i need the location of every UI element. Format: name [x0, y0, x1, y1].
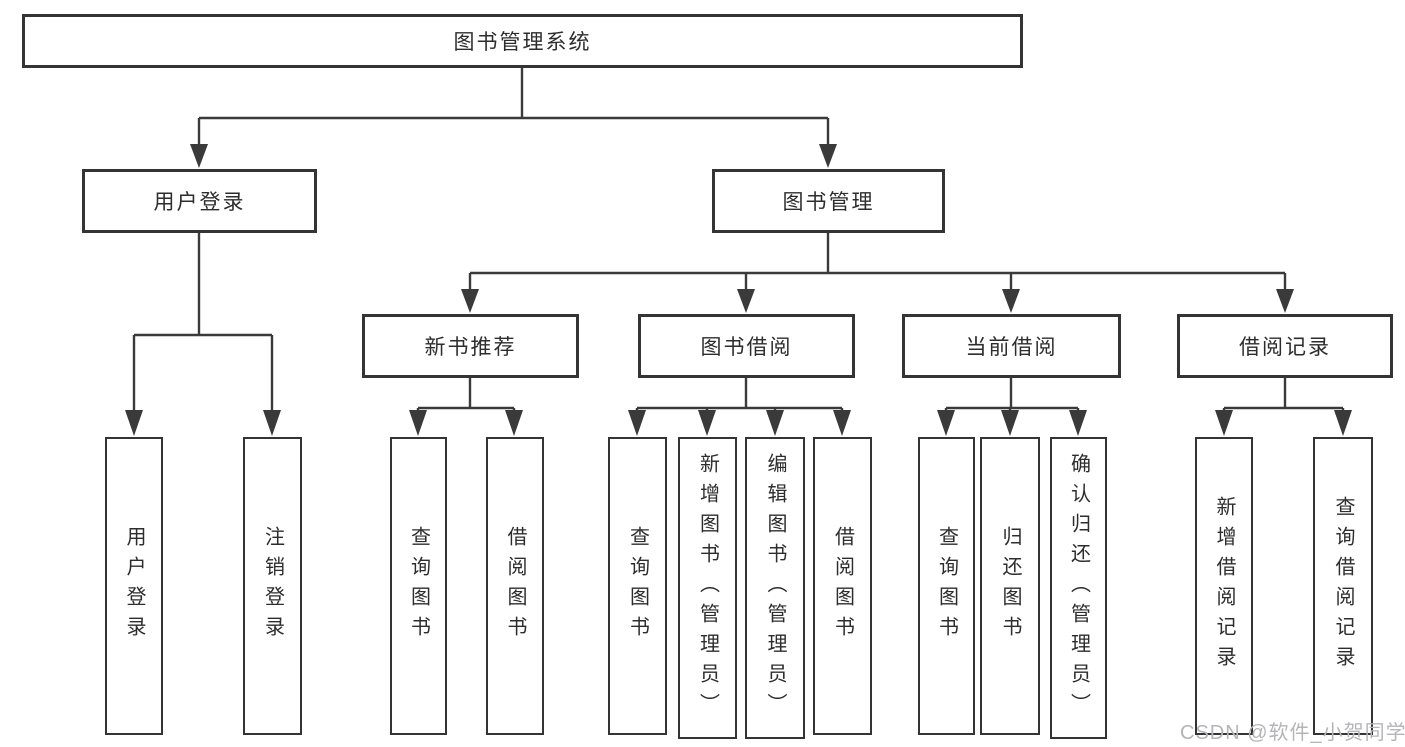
arrowhead-current-return [1001, 410, 1019, 436]
node-user-login: 用户登录 [82, 169, 317, 233]
node-current-borrowing: 当前借阅 [902, 314, 1121, 378]
node-recommend-borrow-books-label: 借阅图书 [504, 526, 526, 646]
arrowhead-book-borrowing [737, 289, 755, 313]
arrowhead-user-login [190, 144, 208, 168]
node-records-add-record-label: 新增借阅记录 [1213, 496, 1235, 676]
node-new-book-recommend: 新书推荐 [362, 314, 579, 378]
arrowhead-current-confirm [1069, 410, 1087, 436]
node-new-book-recommend-label: 新书推荐 [424, 336, 517, 359]
arrowhead-borrowing-query [628, 410, 646, 436]
node-borrowing-query-books: 查询图书 [608, 437, 667, 735]
edges-root-to-level2 [190, 68, 837, 168]
node-current-return-books: 归还图书 [980, 437, 1040, 735]
node-borrowing-query-books-label: 查询图书 [626, 526, 649, 646]
node-borrowing-borrow-books-label: 借阅图书 [831, 526, 854, 646]
node-records-query-record: 查询借阅记录 [1313, 437, 1373, 735]
node-book-borrowing-label: 图书借阅 [700, 336, 793, 359]
node-current-return-books-label: 归还图书 [999, 526, 1021, 646]
node-root: 图书管理系统 [22, 14, 1023, 68]
node-borrowing-add-books-label: 新增图书（管理员） [696, 453, 719, 723]
node-logout-leaf-label: 注销登录 [261, 526, 284, 646]
node-book-borrowing: 图书借阅 [638, 314, 855, 378]
arrowhead-user-login-leaf [125, 410, 143, 436]
arrowhead-records-query [1334, 410, 1352, 436]
node-borrowing-borrow-books: 借阅图书 [813, 437, 872, 735]
edges-current-borrowing-children [937, 378, 1087, 436]
csdn-watermark: CSDN @软件_小贺同学 [1180, 722, 1405, 744]
node-user-login-leaf: 用户登录 [105, 437, 163, 735]
arrowhead-recommend-query [409, 410, 427, 436]
node-recommend-query-books-label: 查询图书 [407, 526, 430, 646]
node-borrowing-records: 借阅记录 [1177, 314, 1393, 378]
node-book-management: 图书管理 [712, 169, 945, 233]
node-logout-leaf: 注销登录 [243, 437, 302, 735]
arrowhead-borrowing-records [1276, 289, 1294, 313]
arrowhead-records-add [1215, 410, 1233, 436]
node-user-login-label: 用户登录 [153, 191, 246, 214]
arrowhead-borrowing-edit [766, 410, 784, 436]
node-current-confirm-return-label: 确认归还（管理员） [1067, 453, 1090, 723]
arrowhead-recommend-borrow [505, 410, 523, 436]
arrowhead-borrowing-borrow [833, 410, 851, 436]
node-current-confirm-return: 确认归还（管理员） [1050, 437, 1107, 739]
edges-user-login-children [125, 233, 281, 436]
node-borrowing-records-label: 借阅记录 [1239, 336, 1331, 359]
node-borrowing-add-books: 新增图书（管理员） [678, 437, 737, 739]
edges-new-book-recommend-children [409, 378, 523, 436]
node-recommend-borrow-books: 借阅图书 [486, 437, 544, 735]
node-borrowing-edit-books-label: 编辑图书（管理员） [764, 453, 786, 723]
arrowhead-new-book-recommend [461, 289, 479, 313]
node-current-query-books-label: 查询图书 [935, 526, 958, 646]
edges-borrowing-records-children [1215, 378, 1352, 436]
node-borrowing-edit-books: 编辑图书（管理员） [745, 437, 805, 739]
node-recommend-query-books: 查询图书 [390, 437, 447, 735]
arrowhead-current-borrowing [1002, 289, 1020, 313]
arrowhead-logout-leaf [263, 410, 281, 436]
node-root-label: 图书管理系统 [453, 31, 592, 54]
edges-book-management-children [461, 233, 1294, 313]
node-records-query-record-label: 查询借阅记录 [1332, 496, 1354, 676]
arrowhead-book-management [819, 144, 837, 168]
node-current-query-books: 查询图书 [918, 437, 975, 735]
edges-book-borrowing-children [628, 378, 851, 436]
node-records-add-record: 新增借阅记录 [1195, 437, 1253, 735]
node-book-management-label: 图书管理 [782, 191, 875, 214]
arrowhead-borrowing-add [698, 410, 716, 436]
node-user-login-leaf-label: 用户登录 [123, 526, 145, 646]
arrowhead-current-query [937, 410, 955, 436]
node-current-borrowing-label: 当前借阅 [965, 336, 1058, 359]
